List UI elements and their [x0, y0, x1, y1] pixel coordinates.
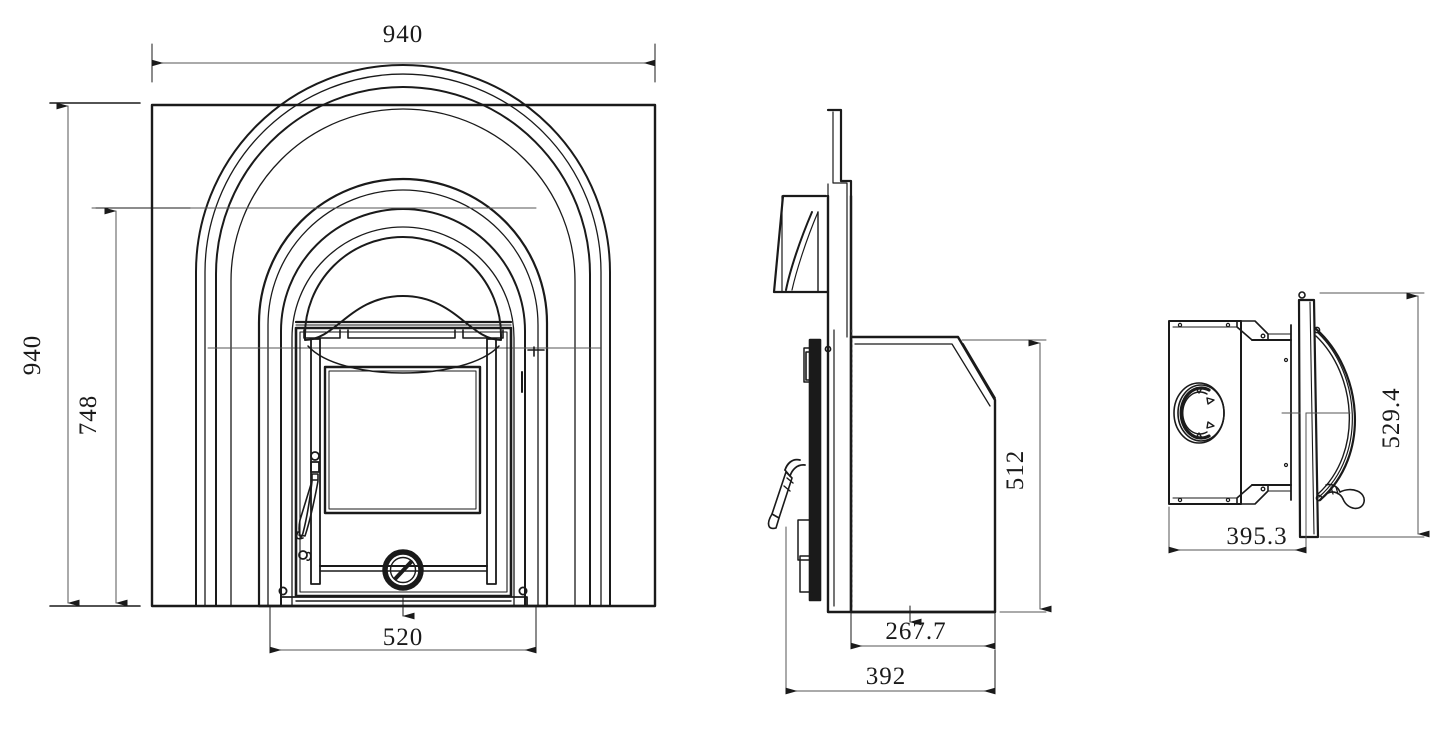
dim-label-front-overall-height: 940	[19, 335, 46, 376]
side-view-dimensions	[785, 339, 1052, 695]
frame-screw-left	[278, 586, 288, 596]
front-view-dimensions	[49, 43, 656, 654]
arch-ring-inner-2	[267, 189, 539, 607]
flue-collar-tab-top	[1195, 387, 1203, 394]
door-glass-arc-highlight	[307, 345, 500, 374]
side-body-top-inner	[854, 343, 991, 407]
plan-rear-screw-bl	[1177, 497, 1183, 503]
plan-door-handle[interactable]	[1325, 483, 1365, 510]
flue-collar-tab-right-lower	[1206, 421, 1215, 429]
dim-label-plan-depth: 395.3	[1226, 523, 1287, 550]
dimension-labels: 940 940 748 520 512 267.7 392 529.4 395.…	[19, 21, 1405, 690]
plan-bracket-screw-bottom	[1260, 486, 1266, 492]
dim-label-side-overall-depth: 392	[866, 663, 907, 690]
flue-collar-tab-right-upper	[1206, 397, 1215, 405]
side-rear-flue-plate-inner	[832, 111, 848, 338]
flue-collar-mid	[1177, 384, 1225, 442]
dim-label-front-opening-width: 520	[383, 624, 424, 651]
door-latch-pin	[298, 550, 308, 560]
plan-rear-box	[1168, 320, 1242, 505]
air-control-knob-ring	[389, 556, 417, 584]
plan-faceplate-screw	[1298, 291, 1306, 299]
side-canopy-curve	[785, 211, 813, 291]
plan-faceplate-slab	[1297, 298, 1320, 539]
front-elevation-view	[91, 64, 657, 608]
door-glass-pane-inner	[328, 370, 477, 510]
plan-door-pivot-bottom	[1315, 494, 1323, 502]
arch-ring-outer-3	[215, 86, 591, 607]
air-control-knob-slot	[394, 560, 413, 580]
plan-rear-screw-tl	[1177, 322, 1183, 328]
plan-section-view	[1168, 291, 1365, 539]
dim-label-front-width: 940	[383, 21, 424, 48]
flue-collar-tab-bottom	[1195, 432, 1203, 439]
arch-ring-inner-3	[280, 208, 526, 607]
arch-baffle-plate	[304, 236, 502, 341]
side-faceplate-screw	[824, 345, 832, 353]
frame-screw-right	[518, 586, 528, 596]
door-top-rail-segments	[303, 329, 504, 339]
door-right-stile	[486, 338, 497, 585]
plan-rear-screw-br	[1225, 497, 1231, 503]
side-body-outline	[849, 335, 997, 614]
plan-door-curve-outer	[1314, 327, 1357, 502]
dim-label-front-inner-height: 748	[75, 395, 102, 436]
plan-wall-screw-1	[1283, 357, 1289, 363]
side-canopy-outline	[772, 194, 830, 294]
dim-label-side-body-height: 512	[1002, 450, 1029, 491]
plan-door-pivot-top	[1313, 326, 1321, 334]
dim-label-plan-width: 529.4	[1378, 387, 1405, 448]
dim-label-side-body-depth: 267.7	[885, 618, 946, 645]
side-door-hinge-lower-2	[799, 555, 813, 593]
arch-ring-inner-4	[291, 226, 515, 607]
door-frame-outer-inner-edge	[299, 331, 508, 593]
side-door-hinge-upper	[803, 347, 813, 383]
flue-collar-inner-c	[1179, 386, 1211, 440]
arch-ring-inner-1	[257, 177, 549, 608]
side-elevation-view	[767, 108, 997, 626]
side-door-handle[interactable]	[767, 458, 806, 530]
plan-rear-screw-tr	[1225, 322, 1231, 328]
frame-right-tab	[527, 346, 545, 357]
plan-door-curve-inner-2	[1317, 332, 1353, 498]
plan-faceplate-slab-inner	[1309, 301, 1315, 535]
arch-ring-outer-4	[230, 108, 576, 607]
side-body-bevel-inner	[962, 343, 996, 399]
door-frame-outer	[294, 326, 513, 598]
plan-bracket-screw-top	[1260, 333, 1266, 339]
side-canopy-curve-2	[791, 211, 819, 291]
door-latch-arm	[306, 551, 312, 561]
door-handle[interactable]	[295, 451, 320, 540]
arch-ring-outer-2	[204, 73, 602, 607]
door-glass-pane	[323, 365, 482, 515]
plan-view-dimensions	[1168, 292, 1430, 554]
air-control-knob[interactable]	[382, 549, 424, 591]
plan-wall-screw-2	[1283, 462, 1289, 468]
